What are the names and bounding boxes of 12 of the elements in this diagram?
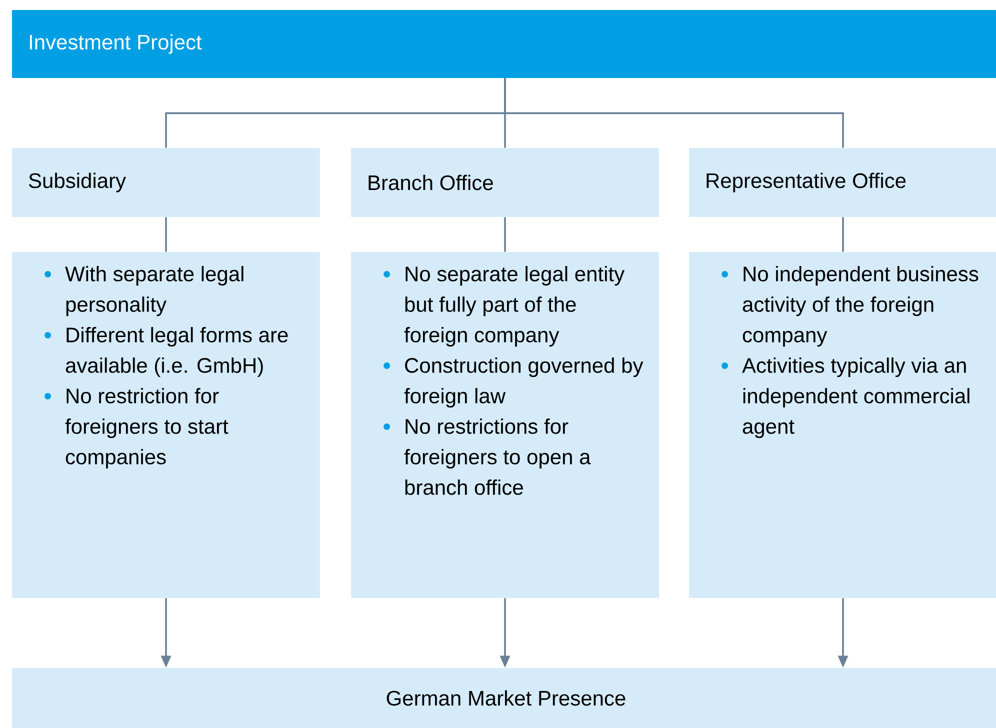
- result-box: German Market Presence: [12, 668, 996, 728]
- bullet-list-box: With separate legal personality Different legal forms are available (i.e. GmbH) No restriction for foreigners to start companies: [12, 252, 320, 598]
- bullet-list-box: No separate legal entity but fully part of the foreign company Construction governed by foreign law No restrictions for foreigners to open a branch office: [351, 252, 659, 598]
- title-bar: Investment Project: [12, 10, 996, 78]
- connector: [842, 217, 844, 252]
- bullet-list-box: No independent business activity of the foreign company Activities typically via an independent commercial agent: [689, 252, 996, 598]
- category-box: Subsidiary: [12, 148, 320, 217]
- category-box: Branch Office: [351, 148, 659, 217]
- connector: [504, 78, 844, 148]
- connector: [504, 217, 506, 252]
- connector: [165, 217, 167, 252]
- category-box: Representative Office: [689, 148, 996, 217]
